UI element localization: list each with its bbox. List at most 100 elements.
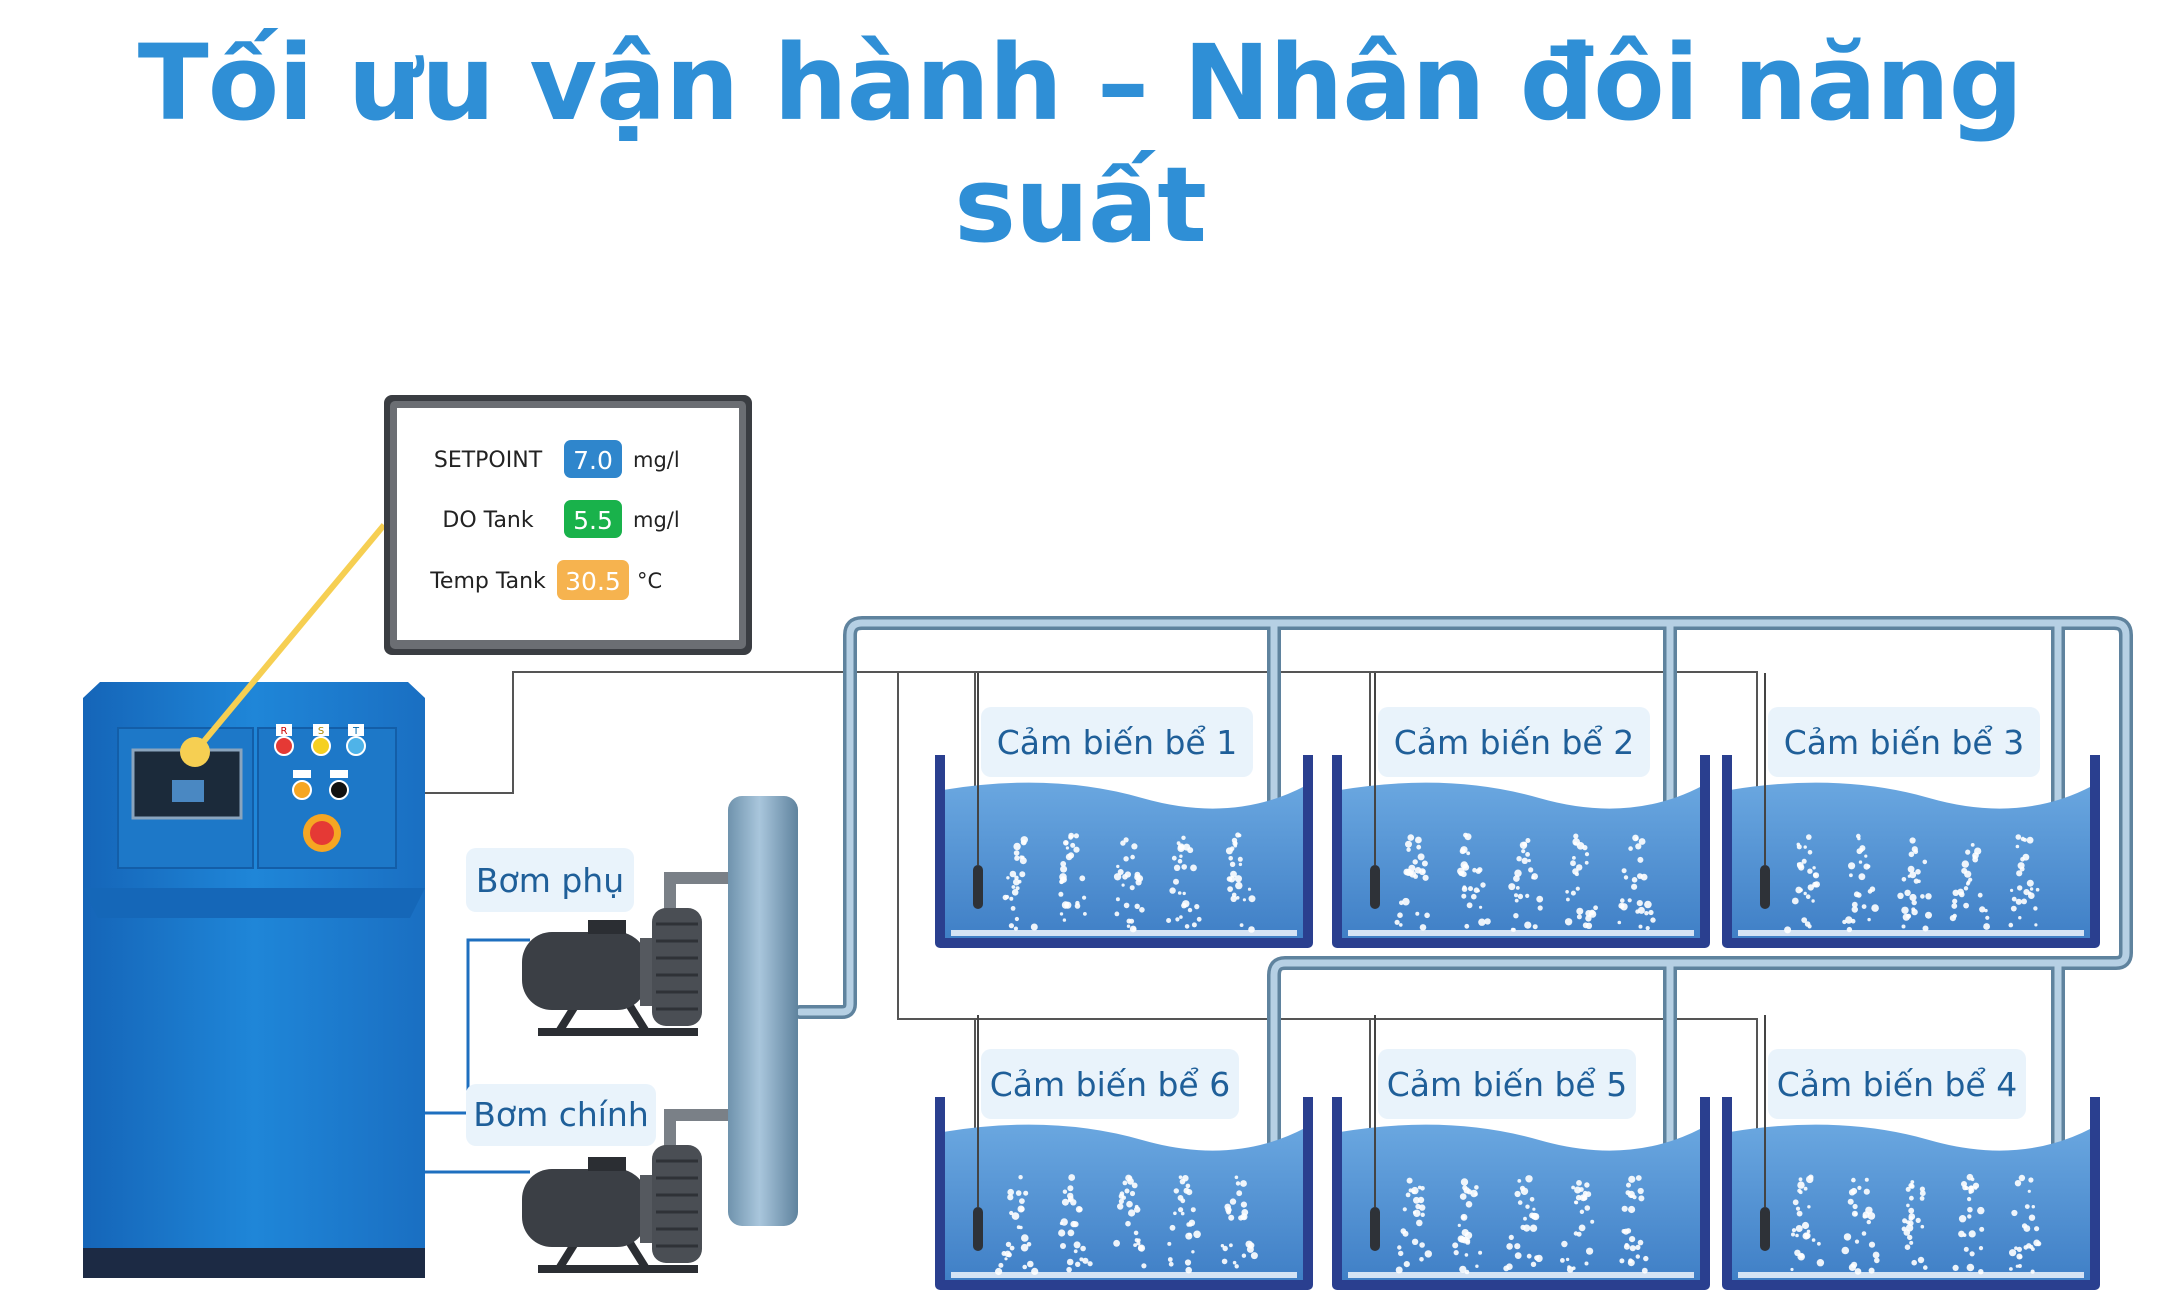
bubble [1529,1224,1538,1232]
bubble [1645,926,1650,931]
tank-water [1730,782,2092,940]
bubble [1849,873,1853,878]
bubble [1523,1224,1531,1232]
bubble [1529,1197,1535,1202]
bubble [1234,875,1242,883]
bubble [1560,1258,1565,1263]
bubble [1979,906,1986,913]
bubble [1806,1175,1814,1184]
bubble [1584,860,1589,865]
bubble [1242,898,1246,902]
bubble [1248,926,1255,933]
bubble [1136,1238,1141,1243]
bubble [2022,853,2030,861]
bubble [1813,881,1821,888]
bubble [1790,1267,1794,1272]
tank-label-box [981,707,1253,777]
bubble [1463,832,1468,838]
bubble [1468,886,1473,892]
bubble [1402,897,1410,906]
bubble [1167,1241,1172,1246]
do-sensor-icon [1760,865,1770,909]
bubble [1064,840,1069,845]
bubble [1637,906,1645,914]
bubble [1131,843,1138,850]
bubble [1841,1246,1850,1255]
bubble [1067,1185,1074,1192]
bubble [1460,1213,1468,1221]
bubble [1574,1200,1579,1205]
bubble [1792,1199,1799,1206]
bubble [1909,871,1917,879]
bubble [1526,1253,1532,1259]
bubble [1117,1203,1124,1210]
bubble [1626,1182,1631,1188]
emergency-stop-button[interactable] [310,821,334,845]
bubble [1970,1177,1975,1182]
bubble [1628,1175,1636,1183]
bubble [1237,833,1242,838]
bubble [1811,899,1815,903]
bubble [1979,1226,1985,1232]
bubble [1966,881,1970,886]
bubble [1113,1239,1120,1247]
bubble [2034,1226,2040,1232]
bubble [1874,1257,1880,1264]
tank-frame [935,1097,1313,1290]
bubble [1019,857,1027,865]
bubble [1871,904,1879,912]
bubble [1230,895,1237,902]
bubble [1817,1241,1821,1246]
bubble [1472,867,1477,873]
bubble [1978,1246,1984,1251]
bubble [1907,865,1915,873]
lamp-t-icon [346,736,366,756]
bubble [1406,847,1411,852]
bubble [1004,1257,1008,1261]
tank-sensor-label: Cảm biến bể 2 [1394,723,1634,762]
bubble [1405,840,1412,848]
bubble [1795,1233,1799,1238]
bubble [2021,1223,2028,1229]
bubble [1521,849,1526,854]
bubble [1911,1259,1917,1266]
bubble [1168,1261,1174,1267]
bubble [1636,900,1643,907]
do-sensor-icon [1370,1207,1380,1251]
bubble [1126,924,1131,928]
bubble [1015,1190,1022,1196]
bubble [1129,885,1135,891]
reset-button[interactable] [292,780,312,800]
bubble [1635,1254,1641,1259]
bubble [1413,874,1418,879]
bubble [1457,1235,1465,1243]
bubble [2022,837,2027,842]
start-button[interactable] [329,780,349,800]
bubble [1183,1187,1190,1194]
bubble [1802,1232,1810,1240]
bubble [1635,1244,1641,1250]
bubble [1904,889,1911,896]
bubble [1617,920,1622,925]
bubble [2017,1264,2022,1268]
bubble [1181,902,1187,909]
bubble [1637,856,1644,863]
bubble [1073,1249,1078,1254]
bubble [1807,868,1813,874]
bubble [1247,887,1252,891]
bubble [1525,838,1531,843]
bubble [1177,844,1185,853]
main-pump-label: Bơm chính [473,1095,649,1134]
bubble [1972,856,1979,863]
bubble [1965,849,1971,855]
bubble [1478,918,1486,926]
hmi-callout-line [192,523,387,754]
bubble [1925,893,1932,900]
bubble [1796,842,1801,847]
bubble [1966,1263,1975,1272]
bubble [1022,1264,1027,1270]
bubble [1123,902,1130,909]
bubble [1863,1188,1870,1195]
bubble [1139,907,1145,913]
bubble [1136,1241,1141,1246]
